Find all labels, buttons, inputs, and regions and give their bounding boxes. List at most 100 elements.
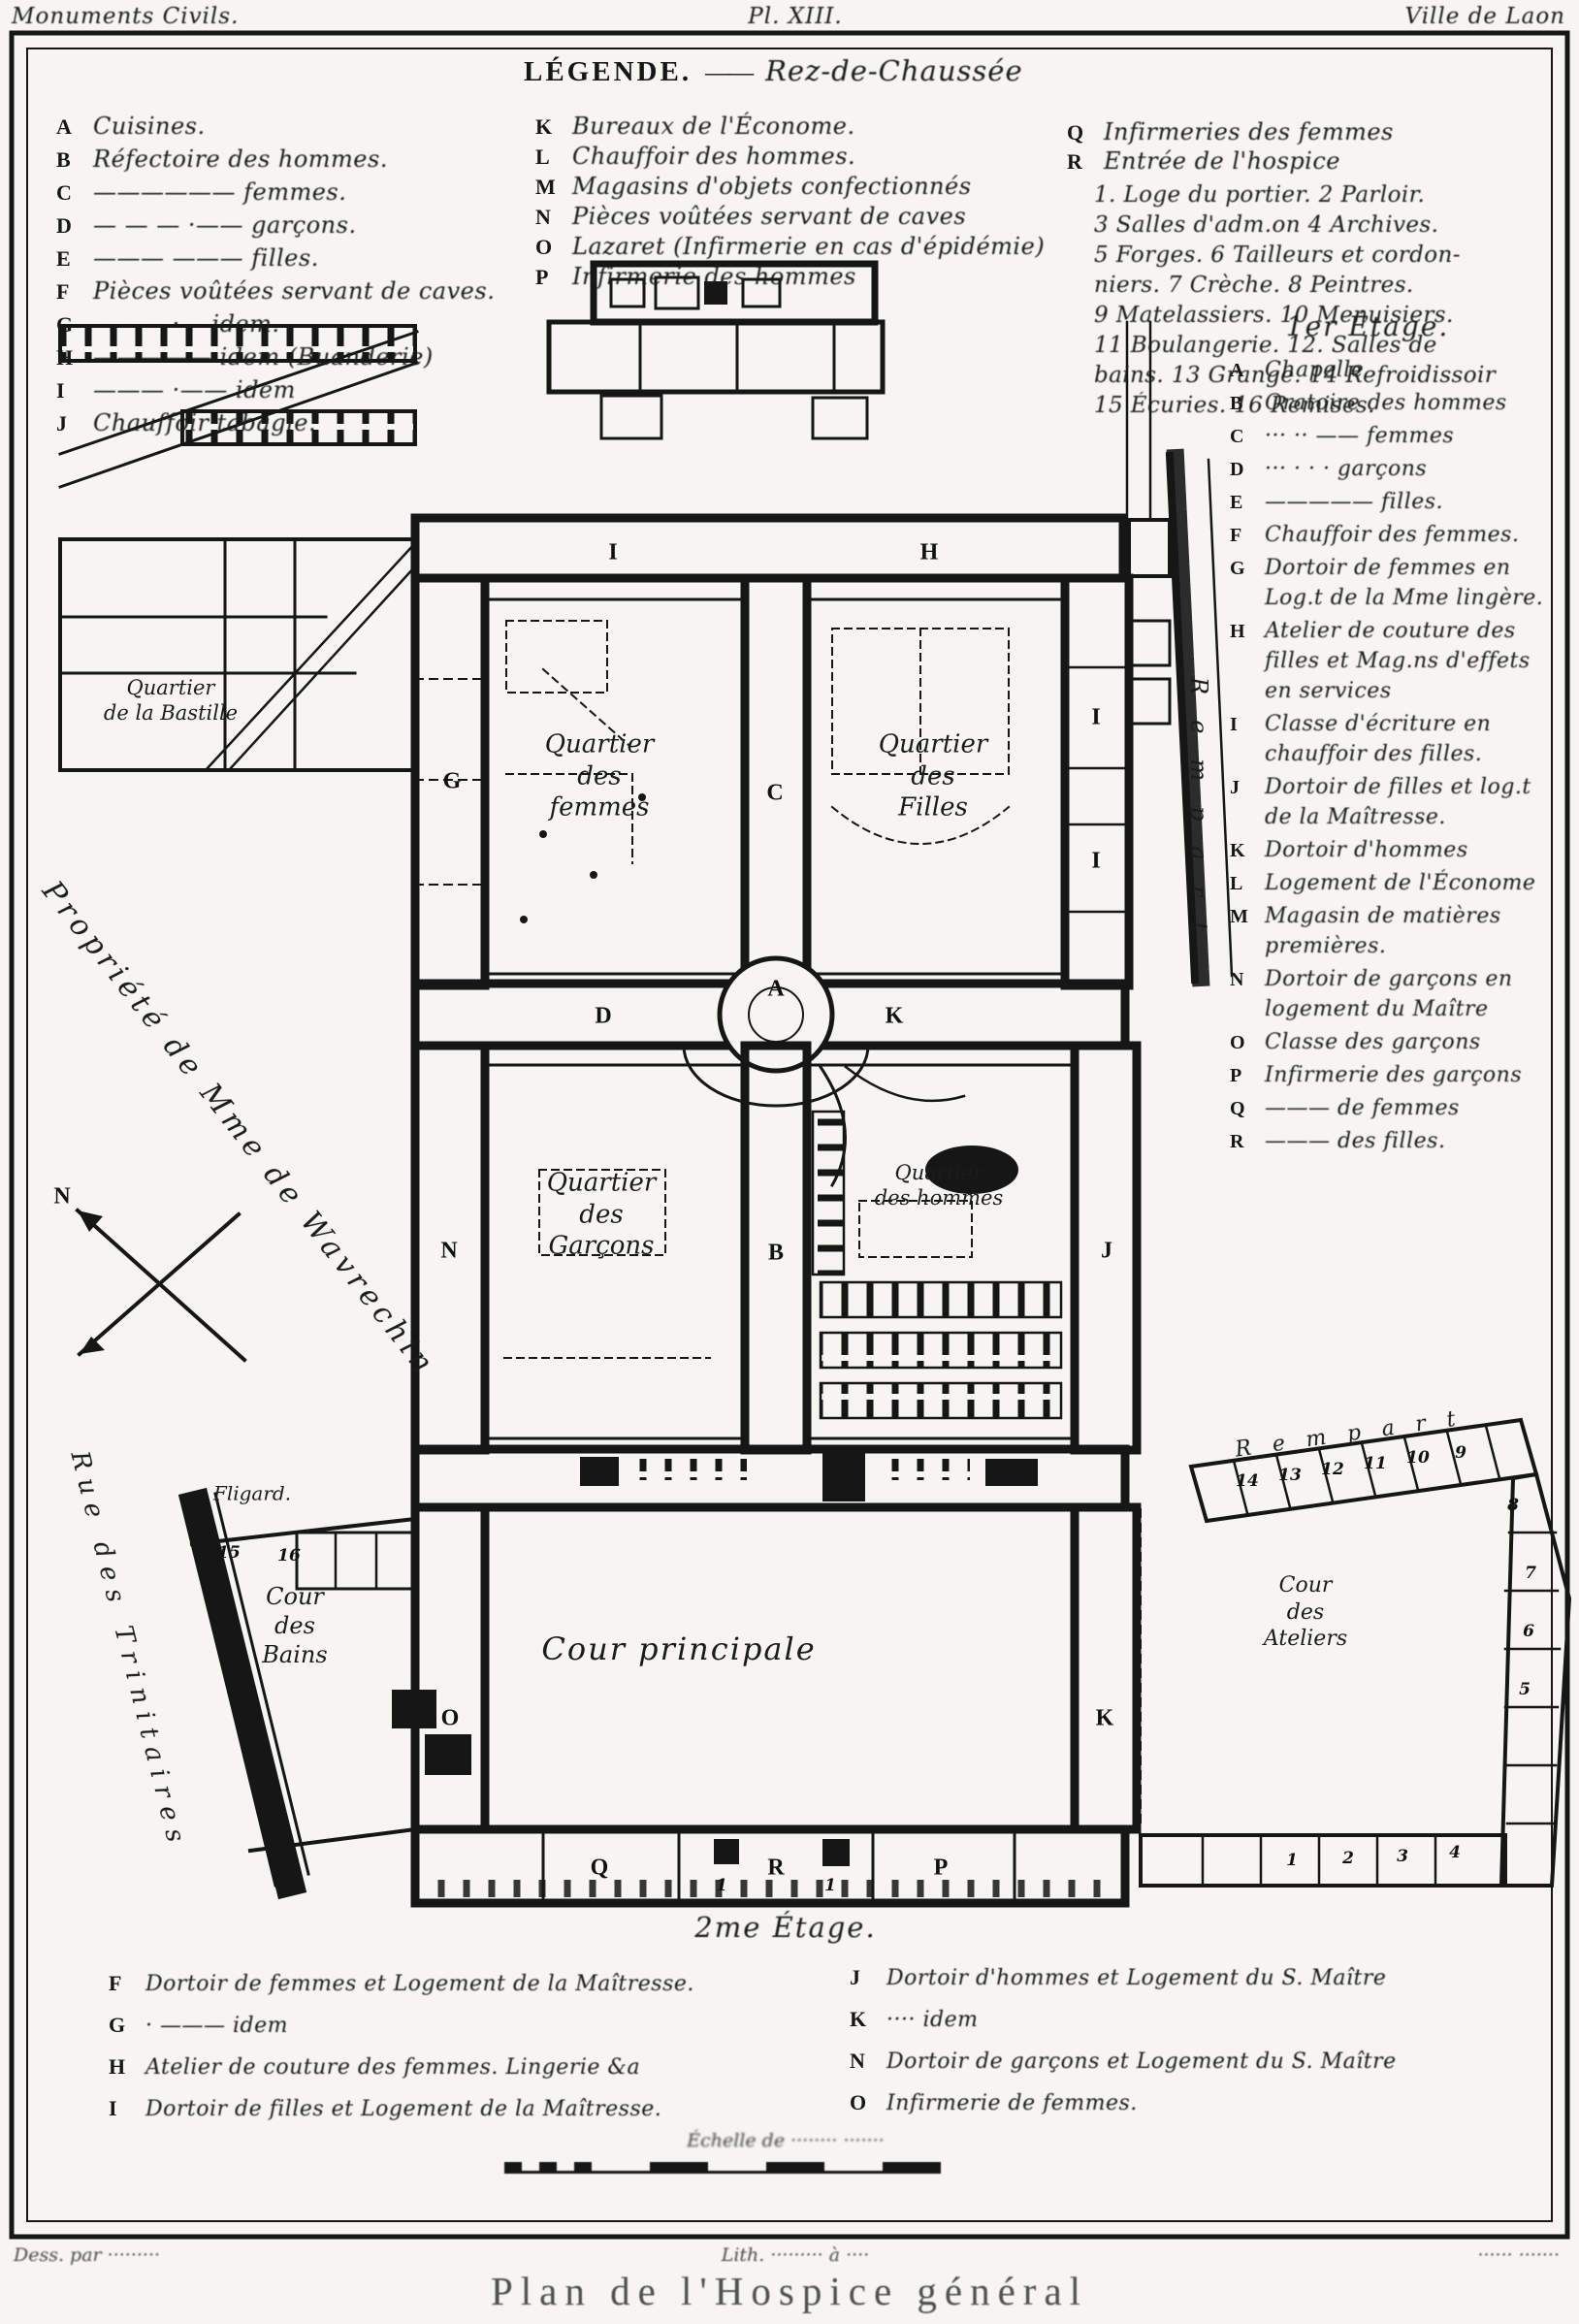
legend-text: Dortoir de garçons en logement du Maître xyxy=(1265,967,1513,1021)
legend-text: Infirmerie de femmes. xyxy=(886,2091,1138,2115)
legend-key: Q xyxy=(1230,1098,1245,1119)
legend-key: H xyxy=(1230,621,1245,642)
legend-key: M xyxy=(535,175,556,199)
legend-key: O xyxy=(535,235,553,259)
legend-text: Infirmerie des garçons xyxy=(1265,1063,1523,1087)
legend-row: D — — — ·—— garçons. xyxy=(56,211,495,244)
legend-text: Infirmeries des femmes xyxy=(1104,118,1394,145)
legend-text: ···· idem xyxy=(886,2008,979,2032)
legend-row: C—————— femmes. xyxy=(56,178,495,211)
second-floor-legend-left: F Dortoir de femmes et Logement de la Maî… xyxy=(109,1971,788,2138)
legend-key: I xyxy=(109,2096,117,2120)
legend-text: Cuisines. xyxy=(93,113,206,140)
scale-segment xyxy=(650,2162,708,2171)
legend-row: L Logement de l'Économe xyxy=(1230,868,1569,898)
legend-key: N xyxy=(850,2049,865,2073)
legend-text: ——— de femmes xyxy=(1265,1096,1460,1120)
scale-segment xyxy=(504,2162,522,2171)
scale-segment xyxy=(574,2162,592,2171)
plate-city: Ville de Laon xyxy=(1404,4,1565,29)
legend-key: F xyxy=(1230,525,1242,546)
legend-text: · ——— idem xyxy=(145,2014,288,2038)
legend-text: Chauffoir tabagie. xyxy=(93,409,317,436)
legend-text: Magasin de matières premières. xyxy=(1265,904,1501,958)
plate-number: Pl. XIII. xyxy=(748,4,843,29)
legend-text: Pièces voûtées servant de caves. xyxy=(93,277,496,305)
credit-draughtsman: Dess. par ········· xyxy=(14,2244,161,2266)
legend-row: K ···· idem xyxy=(850,2007,1548,2033)
legend-key: O xyxy=(850,2090,867,2114)
legend-text: ——— des filles. xyxy=(1265,1129,1446,1153)
legend-note-line: bains. 13 Grange. 14 Refroidissoir xyxy=(1094,363,1497,388)
legend-text: — — — ·—— garçons. xyxy=(93,211,357,239)
legend-note-line: 11 Boulangerie. 12. Salles de xyxy=(1094,333,1437,358)
legend-key: O xyxy=(1230,1032,1245,1053)
legend-key: K xyxy=(1230,840,1245,861)
legend-text: Dortoir de femmes et Logement de la Maît… xyxy=(145,1972,694,1996)
scale-segment xyxy=(592,2162,650,2171)
scale-segment xyxy=(522,2162,539,2171)
legend-key: P xyxy=(1230,1065,1242,1086)
legend-key: M xyxy=(1230,906,1248,927)
legend-key: L xyxy=(1230,873,1243,894)
legend-key: R xyxy=(1230,1131,1244,1152)
legend-title-word: LÉGENDE. xyxy=(524,56,693,87)
legend-key: P xyxy=(535,265,549,289)
legend-text: Dortoir d'hommes et Logement du S. Maîtr… xyxy=(886,1966,1387,1990)
legend-row: R Entrée de l'hospice xyxy=(1067,147,1394,177)
legend-key: L xyxy=(535,145,550,169)
legend-text: Classe d'écriture en chauffoir des fille… xyxy=(1265,712,1492,766)
legend-key: F xyxy=(109,1971,122,1995)
legend-text: ————— idem (Buanderie) xyxy=(93,343,434,371)
legend-key: H xyxy=(56,345,74,370)
legend-row: P Infirmerie des garçons xyxy=(1230,1060,1569,1090)
legend-row: E——— ——— filles. xyxy=(56,244,495,277)
legend-text: Entrée de l'hospice xyxy=(1104,147,1341,175)
legend-row: F Dortoir de femmes et Logement de la Maî… xyxy=(109,1971,788,1997)
legend-row: M Magasin de matières premières. xyxy=(1230,901,1569,961)
legend-key: R xyxy=(1067,149,1082,174)
legend-text: Atelier de couture des filles et Mag.ns … xyxy=(1265,619,1531,703)
first-floor-heading: 1er Étage. xyxy=(1285,310,1450,342)
legend-text: Classe des garçons xyxy=(1265,1030,1481,1054)
legend-text: Chauffoir des femmes. xyxy=(1265,523,1520,547)
legend-text: Dortoir de garçons et Logement du S. Maî… xyxy=(886,2050,1397,2074)
legend-key: C xyxy=(1230,426,1244,447)
legend-key: N xyxy=(535,205,551,229)
legend-key: K xyxy=(850,2007,867,2031)
legend-key: I xyxy=(56,378,65,403)
legend-key: E xyxy=(56,246,71,271)
legend-numbered-notes: 1. Loge du portier. 2 Parloir.3 Salles d… xyxy=(1094,180,1496,421)
legend-text: Réfectoire des hommes. xyxy=(93,145,388,173)
legend-text: Logement de l'Économe xyxy=(1265,871,1536,895)
legend-text: ——— ·— idem. xyxy=(93,310,280,338)
legend-key: G xyxy=(56,312,74,337)
legend-key: E xyxy=(1230,492,1243,513)
second-floor-heading: 2me Étage. xyxy=(694,1911,877,1944)
credit-lithographer: Lith. ········· à ···· xyxy=(721,2244,870,2266)
legend-text: ··· ·· —— femmes xyxy=(1265,424,1455,448)
credit-printer: ······ ······· xyxy=(1477,2244,1560,2266)
legend-key: B xyxy=(1230,393,1243,414)
legend-text: Dortoir de femmes en Log.t de la Mme lin… xyxy=(1265,556,1544,610)
legend-row: G ——— ·— idem. xyxy=(56,310,495,343)
legend-note-line: niers. 7 Crèche. 8 Peintres. xyxy=(1094,273,1414,298)
legend-key: D xyxy=(56,213,72,238)
legend-key: J xyxy=(56,411,67,436)
scale-caption: Échelle de ········ ······· xyxy=(687,2130,885,2151)
legend-row: N Dortoir de garçons et Logement du S. Ma… xyxy=(850,2049,1548,2075)
